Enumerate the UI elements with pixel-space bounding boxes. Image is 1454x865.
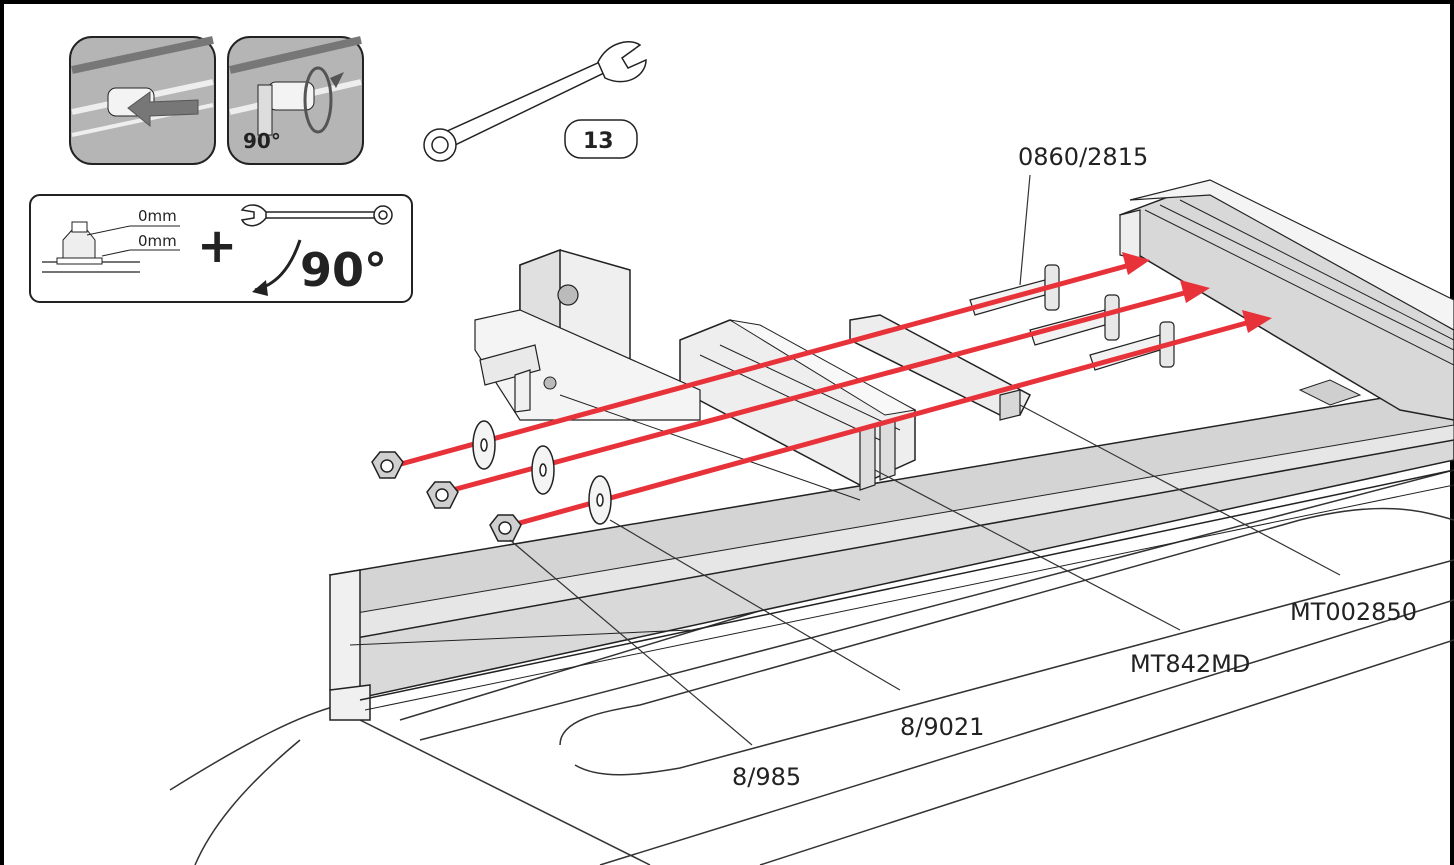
arrow-head xyxy=(1122,252,1150,275)
label-rail-profile: MT002850 xyxy=(1290,598,1417,626)
assembly-line xyxy=(389,262,1131,470)
label-bolt: 0860/2815 xyxy=(1018,143,1148,171)
label-washer: 8/9021 xyxy=(900,713,984,741)
inset-insert-bolt xyxy=(69,36,216,165)
gap-bottom-label: 0mm xyxy=(138,232,177,250)
arrow-left-icon xyxy=(127,91,199,128)
bracket-channel xyxy=(679,319,917,491)
gap-top-label: 0mm xyxy=(138,207,177,225)
assembly-line xyxy=(504,319,1251,530)
assembly-line xyxy=(444,289,1189,495)
label-nut: 8/985 xyxy=(732,763,801,791)
arrow-head xyxy=(1242,310,1272,333)
leader-lines xyxy=(509,174,1341,746)
nut xyxy=(371,451,404,479)
nut xyxy=(489,514,522,542)
arrow-head xyxy=(1180,280,1210,303)
rotation-angle-small: 90° xyxy=(243,129,281,153)
left-bracket xyxy=(474,248,861,501)
nut-group xyxy=(371,451,522,542)
washer-group xyxy=(472,420,612,525)
wrench-size-badge xyxy=(564,119,638,159)
torque-instruction-box: 0mm 0mm + 90° xyxy=(29,194,413,303)
plus-sign: + xyxy=(197,218,237,274)
inset-rotate-bolt: 90° xyxy=(227,36,364,165)
assembly-arrows xyxy=(389,252,1272,530)
rotation-icon xyxy=(303,66,333,134)
wrench-icon xyxy=(423,41,647,162)
wrench-size-label: 13 xyxy=(583,129,614,154)
wrench-small-icon xyxy=(240,204,393,227)
label-bracket: MT842MD xyxy=(1130,650,1250,678)
rotation-angle-large: 90° xyxy=(300,243,387,297)
cross-bar xyxy=(1119,179,1454,421)
nut xyxy=(426,481,459,509)
